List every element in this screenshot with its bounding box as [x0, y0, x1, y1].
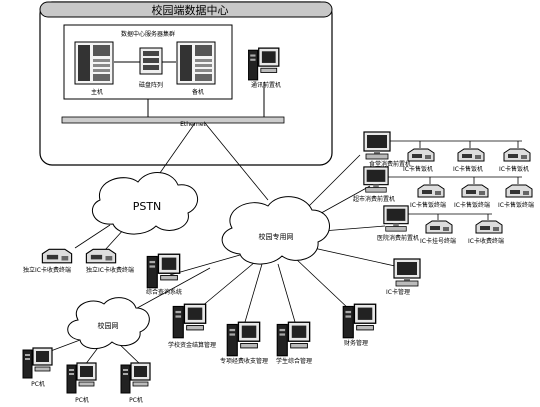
- hospital-frontend-label: 医院消费前置机: [377, 234, 419, 242]
- market-terminal-3-icon: [505, 184, 533, 198]
- standalone-terminal-right-label: 独立IC卡收费终端: [86, 266, 134, 274]
- cafeteria-terminal-3-icon: [503, 148, 531, 162]
- standalone-terminal-left-icon: [41, 248, 73, 264]
- pstn-label: PSTN: [133, 200, 162, 213]
- campus-pc-1-label: PC机: [31, 380, 45, 388]
- host-server-icon: [74, 41, 114, 85]
- hospital-terminal-1-label: IC卡挂号终端: [420, 237, 456, 245]
- comm-frontend-label: 通讯前置机: [251, 81, 281, 89]
- cafeteria-terminal-2-label: IC卡售饭机: [453, 165, 483, 173]
- cafeteria-terminal-1-label: IC卡售饭机: [403, 165, 433, 173]
- hospital-frontend-pc-icon: [383, 205, 409, 232]
- server-cluster-label: 数据中心服务器集群: [121, 30, 175, 38]
- campus-pc-2-label: PC机: [75, 396, 89, 404]
- host-label: 主机: [91, 88, 103, 96]
- market-terminal-1-label: IC卡售饭终端: [410, 201, 446, 209]
- student-management-pc-icon: [276, 321, 311, 357]
- market-frontend-pc-icon: [363, 166, 389, 193]
- disk-array-label: 磁盘阵列: [139, 81, 163, 89]
- campus-label: 校园网: [98, 321, 119, 330]
- cafeteria-frontend-pc-icon: [363, 131, 391, 160]
- market-terminal-2-label: IC卡售饭终端: [454, 201, 490, 209]
- fee-management-label: 专项经费收支管理: [220, 357, 268, 365]
- campus-cloud: 校园网: [67, 297, 150, 349]
- cafeteria-terminal-1-icon: [407, 148, 435, 162]
- hospital-terminal-2-label: IC卡收费终端: [468, 237, 504, 245]
- finance-pc-icon: [342, 303, 377, 339]
- standalone-terminal-left-label: 独立IC卡收费终端: [23, 266, 71, 274]
- data-center-title: 校园端数据中心: [152, 3, 229, 17]
- cafeteria-terminal-3-label: IC卡售饭机: [499, 165, 529, 173]
- hospital-terminal-2-icon: [475, 220, 503, 234]
- standalone-terminal-right-icon: [85, 248, 117, 264]
- ic-management-label: IC卡管理: [386, 288, 410, 296]
- ic-management-pc-icon: [393, 258, 421, 287]
- fund-management-pc-icon: [172, 303, 207, 339]
- finance-label: 财务管理: [344, 339, 368, 347]
- backup-server-icon: [176, 41, 216, 85]
- market-terminal-2-icon: [461, 184, 489, 198]
- fee-management-pc-icon: [226, 321, 261, 357]
- campus-pc-3-icon: [120, 362, 151, 394]
- query-system-pc-icon: [146, 253, 181, 289]
- campus-pc-3-label: PC机: [129, 396, 143, 404]
- data-center-panel: 校园端数据中心 数据中心服务器集群 主机 磁盘阵列 备机 通讯前置机 Ether…: [39, 1, 333, 166]
- disk-array-icon: [139, 47, 163, 75]
- market-terminal-3-label: IC卡售饭终端: [498, 201, 534, 209]
- ethernet-label: Ethernet: [180, 121, 206, 128]
- market-terminal-1-icon: [417, 184, 445, 198]
- pstn-cloud: PSTN: [91, 172, 199, 235]
- ethernet-bus: [61, 116, 285, 124]
- query-system-label: 综合查询系统: [146, 288, 182, 296]
- fund-management-label: 学校资金结算管理: [168, 341, 216, 349]
- student-management-label: 学生综合管理: [276, 357, 312, 365]
- market-frontend-label: 超市消费前置机: [353, 195, 395, 203]
- campus-pc-2-icon: [66, 362, 97, 394]
- cafeteria-frontend-label: 食堂消费前置机: [369, 160, 411, 168]
- campus-pc-1-icon: [22, 347, 53, 379]
- campus-private-cloud: 校园专用网: [221, 196, 330, 265]
- hospital-terminal-1-icon: [425, 220, 453, 234]
- backup-label: 备机: [192, 88, 204, 96]
- cafeteria-terminal-2-icon: [457, 148, 485, 162]
- campus-private-label: 校园专用网: [259, 232, 294, 241]
